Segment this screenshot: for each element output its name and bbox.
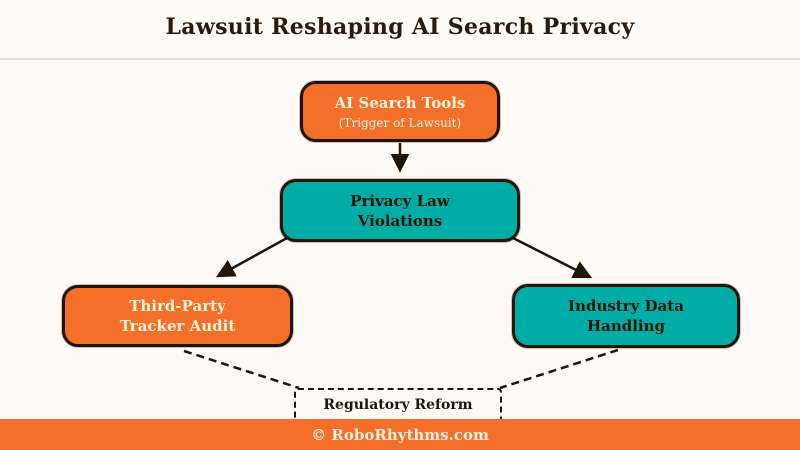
node-privacy-law-violations-label-line2: Violations <box>357 211 443 230</box>
node-third-party-tracker-audit: Third-Party Tracker Audit <box>62 285 293 347</box>
node-industry-data-handling: Industry Data Handling <box>512 284 740 348</box>
node-third-party-tracker-audit-label-line2: Tracker Audit <box>119 317 236 335</box>
node-ai-search-tools-label: AI Search Tools <box>334 93 466 112</box>
arrow-violations-to-audit <box>215 236 288 278</box>
footer-bar: © RoboRhythms.com <box>0 419 800 450</box>
node-regulatory-reform-label: Regulatory Reform <box>323 397 473 413</box>
node-privacy-law-violations: Privacy Law Violations <box>280 179 520 242</box>
node-ai-search-tools-sublabel: (Trigger of Lawsuit) <box>338 115 462 130</box>
dashed-link-audit-to-reform <box>183 349 300 390</box>
title-separator <box>0 58 800 60</box>
node-industry-data-handling-label-line2: Handling <box>586 317 666 335</box>
node-privacy-law-violations-label-line1: Privacy Law <box>350 191 450 210</box>
node-third-party-tracker-audit-label-line1: Third-Party <box>129 297 226 315</box>
footer-credit: © RoboRhythms.com <box>311 425 489 444</box>
dashed-link-handling-to-reform <box>499 348 619 390</box>
node-industry-data-handling-label-line1: Industry Data <box>568 297 684 315</box>
page-title: Lawsuit Reshaping AI Search Privacy <box>165 14 635 40</box>
arrow-violations-to-handling <box>512 236 593 279</box>
node-ai-search-tools: AI Search Tools (Trigger of Lawsuit) <box>300 81 500 142</box>
